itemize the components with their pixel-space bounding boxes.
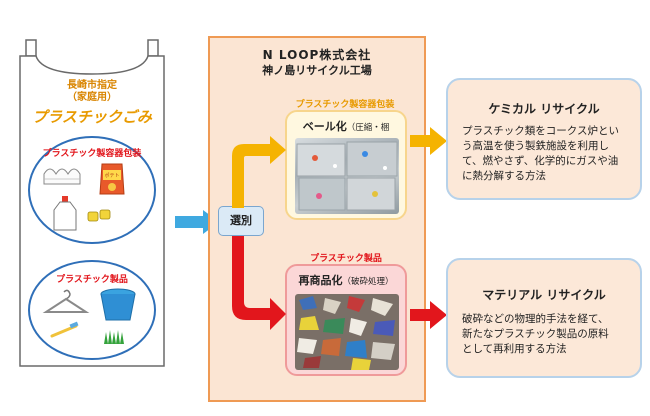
egg-carton-icon <box>43 168 81 185</box>
bale-title: ベール化（圧縮・梱 <box>287 118 405 134</box>
cups-icon <box>87 209 111 222</box>
products-group-label: プラスチック製品 <box>56 275 128 285</box>
bale-title-text: ベール化 <box>302 120 347 133</box>
bale-to-chemical-arrow-icon <box>410 127 447 155</box>
products-group: プラスチック製品 <box>28 260 156 360</box>
packaging-group: プラスチック製容器包装 ポテト <box>28 136 156 244</box>
compressed-plastic-bales-image <box>296 141 398 211</box>
material-text-line: 新たなプラスチック製品の原料 <box>462 328 609 340</box>
bucket-icon <box>100 288 136 321</box>
svg-text:ポテト: ポテト <box>104 172 119 179</box>
bale-photo <box>295 138 399 214</box>
chemical-text-line: う高温を使う製鉄施設を利用し <box>462 140 609 152</box>
chips-bag-icon: ポテト <box>99 163 125 195</box>
hanger-icon <box>42 289 90 313</box>
toothbrush-icon <box>50 321 79 338</box>
crushed-plastic-photo <box>295 294 399 370</box>
chemical-text-line: プラスチック類をコークス炉とい <box>462 125 619 137</box>
crushed-plastic-flakes-image <box>297 296 395 370</box>
grass-divider-icon <box>104 330 124 344</box>
reproduct-title-text: 再商品化 <box>298 274 343 287</box>
bale-note: （圧縮・梱 <box>346 123 390 133</box>
packaging-section-label: プラスチック製容器包装 <box>295 100 395 110</box>
reproduct-to-material-arrow-icon <box>410 301 447 329</box>
bag-subtitle-line1: 長崎市指定 <box>67 80 117 91</box>
company-name: N LOOP株式会社 <box>262 48 372 62</box>
sorting-to-bale-arrow-icon <box>232 136 286 208</box>
bag-subtitle-line2: （家庭用） <box>67 92 117 103</box>
material-text-line: として再利用する方法 <box>462 343 567 355</box>
chemical-recycling-title: ケミカル リサイクル <box>488 102 600 116</box>
material-recycling-description: 破砕などの物理的手法を経て、 新たなプラスチック製品の原料 として再利用する方法 <box>462 312 630 357</box>
products-items-illustration <box>42 288 136 344</box>
bottle-icon <box>53 196 77 231</box>
reproduct-title: 再商品化（破砕処理） <box>287 272 405 288</box>
chemical-text-line: て、燃やさず、化学的にガスや油 <box>462 155 619 167</box>
sorting-box: 選別 <box>218 206 264 236</box>
chemical-recycling-box: ケミカル リサイクル プラスチック類をコークス炉とい う高温を使う製鉄施設を利用… <box>446 78 642 200</box>
packaging-group-label: プラスチック製容器包装 <box>42 149 142 159</box>
material-recycling-box: マテリアル リサイクル 破砕などの物理的手法を経て、 新たなプラスチック製品の原… <box>446 258 642 378</box>
chemical-text-line: に熱分解する方法 <box>462 170 546 182</box>
chemical-recycling-description: プラスチック類をコークス炉とい う高温を使う製鉄施設を利用し て、燃やさず、化学… <box>462 124 630 184</box>
factory-name: 神ノ島リサイクル工場 <box>262 64 372 77</box>
bag-title: プラスチックごみ <box>32 108 152 126</box>
material-recycling-title: マテリアル リサイクル <box>482 288 606 302</box>
products-section-label: プラスチック製品 <box>310 254 382 264</box>
reproduct-note: （破砕処理） <box>342 277 394 287</box>
bale-process-box: ベール化（圧縮・梱 <box>285 110 407 220</box>
garbage-bag: 長崎市指定 （家庭用） プラスチックごみ プラスチック製容器包装 ポテト <box>18 38 166 368</box>
sorting-to-reproduct-arrow-icon <box>232 236 286 330</box>
packaging-items-illustration: ポテト <box>43 163 125 231</box>
reproduct-process-box: 再商品化（破砕処理） <box>285 264 407 376</box>
material-text-line: 破砕などの物理的手法を経て、 <box>462 313 609 325</box>
